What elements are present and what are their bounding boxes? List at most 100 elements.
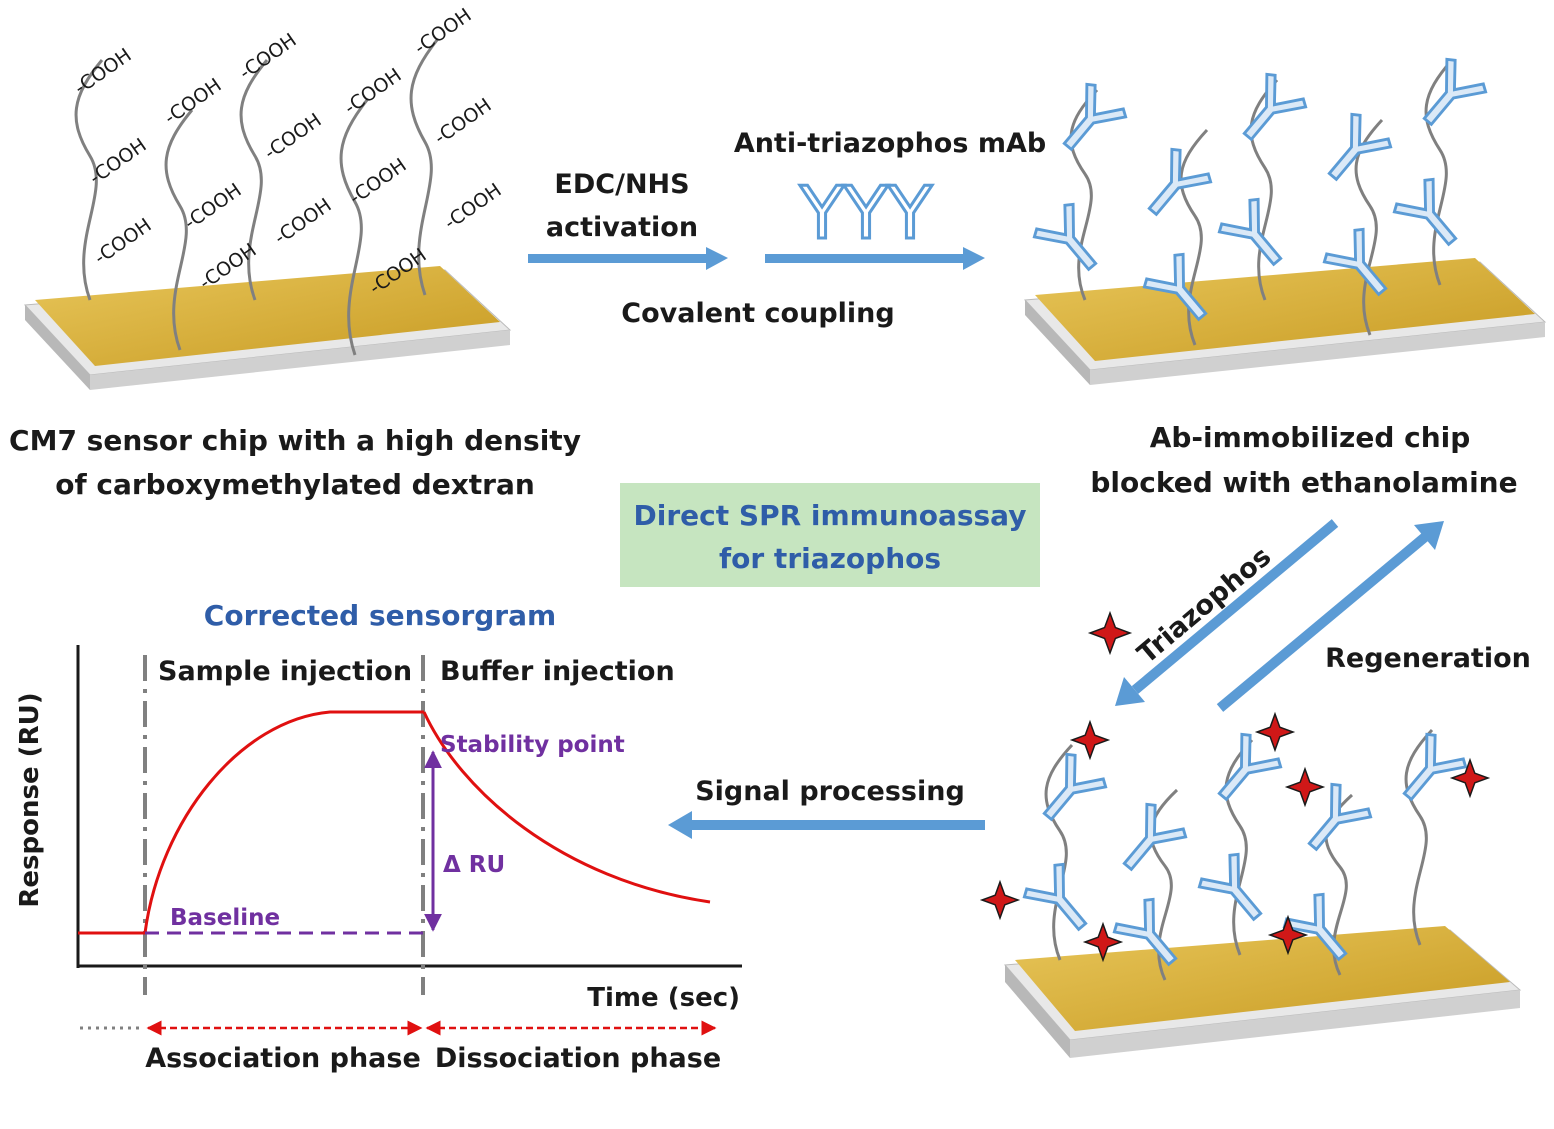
antibody-shape bbox=[1142, 252, 1208, 322]
cooh-label: -COOH bbox=[235, 29, 300, 84]
triazophos-molecules bbox=[979, 711, 1491, 963]
cooh-label: -COOH bbox=[160, 74, 225, 129]
antibody-shape bbox=[1032, 202, 1098, 272]
antibody bbox=[1022, 862, 1088, 932]
regeneration-label: Regeneration bbox=[1325, 643, 1531, 674]
delta-ru-label: Δ RU bbox=[443, 852, 505, 878]
dextran-chain bbox=[339, 99, 369, 356]
edc-label-1: EDC/NHS bbox=[554, 169, 689, 200]
sensorgram-chart: Corrected sensorgram Response (RU) Time … bbox=[15, 599, 742, 1074]
antibody-shape bbox=[1217, 197, 1283, 267]
antibody-shape bbox=[1122, 802, 1188, 872]
cooh-label: -COOH bbox=[410, 4, 475, 59]
sample-injection-label: Sample injection bbox=[158, 656, 412, 687]
antibody bbox=[1327, 112, 1393, 182]
cooh-label: -COOH bbox=[70, 44, 135, 99]
antibody-shape bbox=[1022, 862, 1088, 932]
dextran-chain bbox=[1424, 59, 1454, 286]
activation-arrow bbox=[528, 247, 728, 270]
dissociation-curve bbox=[422, 711, 711, 904]
triazophos-star bbox=[1254, 711, 1296, 753]
triazophos-star bbox=[1069, 719, 1111, 761]
cooh-label: -COOH bbox=[85, 134, 150, 189]
antibody bbox=[1197, 852, 1263, 922]
cooh-label: -COOH bbox=[440, 179, 505, 234]
dextran-chain bbox=[1404, 728, 1434, 946]
triazophos-star bbox=[979, 879, 1021, 921]
cm7-caption-2: of carboxymethylated dextran bbox=[55, 468, 535, 501]
triazophos-label: Triazophos bbox=[1132, 541, 1277, 670]
triazophos-star bbox=[1284, 766, 1326, 808]
antibody bbox=[1392, 177, 1458, 247]
antibody-shape bbox=[1147, 147, 1213, 217]
immob-caption-2: blocked with ethanolamine bbox=[1090, 466, 1517, 499]
antibody-icon: YYY bbox=[799, 171, 933, 255]
antibody bbox=[1062, 82, 1128, 152]
triazophos-star bbox=[1267, 914, 1309, 956]
antibody-shape bbox=[1392, 177, 1458, 247]
antibody bbox=[1282, 892, 1348, 962]
antibody bbox=[1217, 732, 1283, 802]
antibody bbox=[1032, 202, 1098, 272]
antibody-shape bbox=[1322, 227, 1388, 297]
association-phase-label: Association phase bbox=[145, 1043, 421, 1074]
antibody-shape bbox=[1217, 732, 1283, 802]
antibody bbox=[1402, 732, 1468, 802]
regeneration-arrow bbox=[1216, 521, 1444, 712]
chart-title: Corrected sensorgram bbox=[204, 599, 556, 632]
antibodies bbox=[1032, 57, 1488, 322]
triazophos-star-icon bbox=[1087, 610, 1133, 656]
antibody-shape bbox=[1282, 892, 1348, 962]
antibody-shape bbox=[1242, 72, 1308, 142]
antibody-shape bbox=[1402, 732, 1468, 802]
baseline-label: Baseline bbox=[170, 905, 280, 931]
dextran-chain bbox=[409, 39, 439, 296]
antibody-shape bbox=[1062, 82, 1128, 152]
x-axis-label: Time (sec) bbox=[587, 983, 740, 1013]
buffer-injection-label: Buffer injection bbox=[440, 656, 675, 687]
edc-label-2: activation bbox=[546, 212, 698, 243]
cooh-label: -COOH bbox=[180, 179, 245, 234]
cooh-groups: -COOH-COOH-COOH-COOH-COOH-COOH-COOH-COOH… bbox=[70, 4, 505, 299]
antibody bbox=[1147, 147, 1213, 217]
coupling-label: Covalent coupling bbox=[621, 298, 894, 329]
dextran-chain bbox=[1249, 78, 1279, 301]
coupling-arrow bbox=[765, 247, 985, 270]
antibodies bbox=[1022, 732, 1468, 967]
antibody-shape bbox=[1112, 897, 1178, 967]
antibody-shape bbox=[1422, 57, 1488, 127]
cooh-label: -COOH bbox=[430, 94, 495, 149]
antibody-shape bbox=[1327, 112, 1393, 182]
title-line-1: Direct SPR immunoassay bbox=[634, 499, 1027, 532]
cooh-label: -COOH bbox=[90, 214, 155, 269]
immobilized-chip bbox=[1023, 258, 1547, 385]
dextran-chain bbox=[1224, 738, 1254, 956]
antibody bbox=[1042, 752, 1108, 822]
antibody-shape bbox=[1197, 852, 1263, 922]
cm7-caption-1: CM7 sensor chip with a high density bbox=[9, 424, 581, 457]
cooh-label: -COOH bbox=[340, 64, 405, 119]
y-axis-label: Response (RU) bbox=[15, 692, 45, 907]
stability-point-label: Stability point bbox=[440, 732, 625, 758]
bound-chip bbox=[1003, 926, 1522, 1058]
cooh-label: -COOH bbox=[260, 109, 325, 164]
triazophos-star bbox=[1087, 610, 1133, 656]
cm7-sensor-chip bbox=[23, 266, 512, 390]
antibody bbox=[1142, 252, 1208, 322]
dextran-chains bbox=[74, 39, 439, 356]
signal-processing-arrow bbox=[668, 811, 985, 839]
antibody bbox=[1112, 897, 1178, 967]
triazophos-star bbox=[1082, 921, 1124, 963]
triazophos-arrow bbox=[1115, 519, 1339, 706]
antibody-shape bbox=[1042, 752, 1108, 822]
signal-processing-label: Signal processing bbox=[695, 776, 965, 807]
antibody bbox=[1122, 802, 1188, 872]
cooh-label: -COOH bbox=[270, 194, 335, 249]
antibody-shape bbox=[1307, 782, 1373, 852]
antibody bbox=[1217, 197, 1283, 267]
title-box bbox=[620, 483, 1040, 587]
immob-caption-1: Ab-immobilized chip bbox=[1150, 421, 1471, 454]
association-curve bbox=[78, 710, 424, 935]
